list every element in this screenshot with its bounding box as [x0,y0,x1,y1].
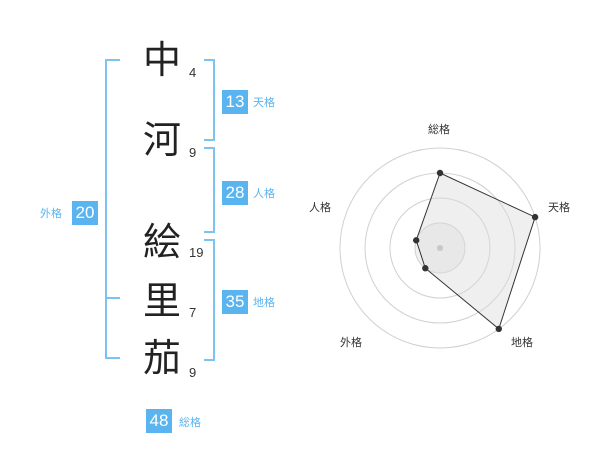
name-char-3: 絵 [142,220,181,264]
jinkaku-value: 28 [222,181,248,205]
radar-label-jinkaku: 人格 [309,201,331,214]
name-char-2: 河 [142,118,181,162]
chikaku-label: 地格 [253,296,275,309]
stroke-count-2: 9 [189,145,197,160]
soukaku-value: 48 [146,409,172,433]
tenkaku-label: 天格 [253,96,275,109]
stroke-count-4: 7 [189,305,197,320]
radar-point-5 [413,237,420,244]
stroke-count-3: 19 [189,245,204,260]
tenkaku-value: 13 [222,90,248,114]
radar-grid-ring [339,147,541,349]
chikaku-value: 35 [222,290,248,314]
radar-label-chikaku: 地格 [511,336,533,349]
stroke-count-5: 9 [189,365,197,380]
radar-point-1 [436,169,444,177]
radar-point-2 [531,213,539,221]
radar-point-4 [422,265,429,272]
gaikaku-label: 外格 [40,207,62,220]
name-char-5: 茄 [142,336,181,380]
soukaku-label: 総格 [179,416,201,429]
radar-polygon [415,172,536,330]
stroke-count-1: 4 [189,65,197,80]
gaikaku-value: 20 [72,201,98,225]
radar-center-dot [437,245,443,251]
radar-label-tenkaku: 天格 [548,201,570,214]
jinkaku-label: 人格 [253,187,275,200]
radar-point-3 [495,325,502,333]
radar-grid-ring [389,197,491,299]
name-char-1: 中 [142,38,181,82]
radar-label-gaikaku: 外格 [340,336,362,349]
radar-label-soukaku: 総格 [428,123,450,136]
name-char-4: 里 [142,279,181,323]
